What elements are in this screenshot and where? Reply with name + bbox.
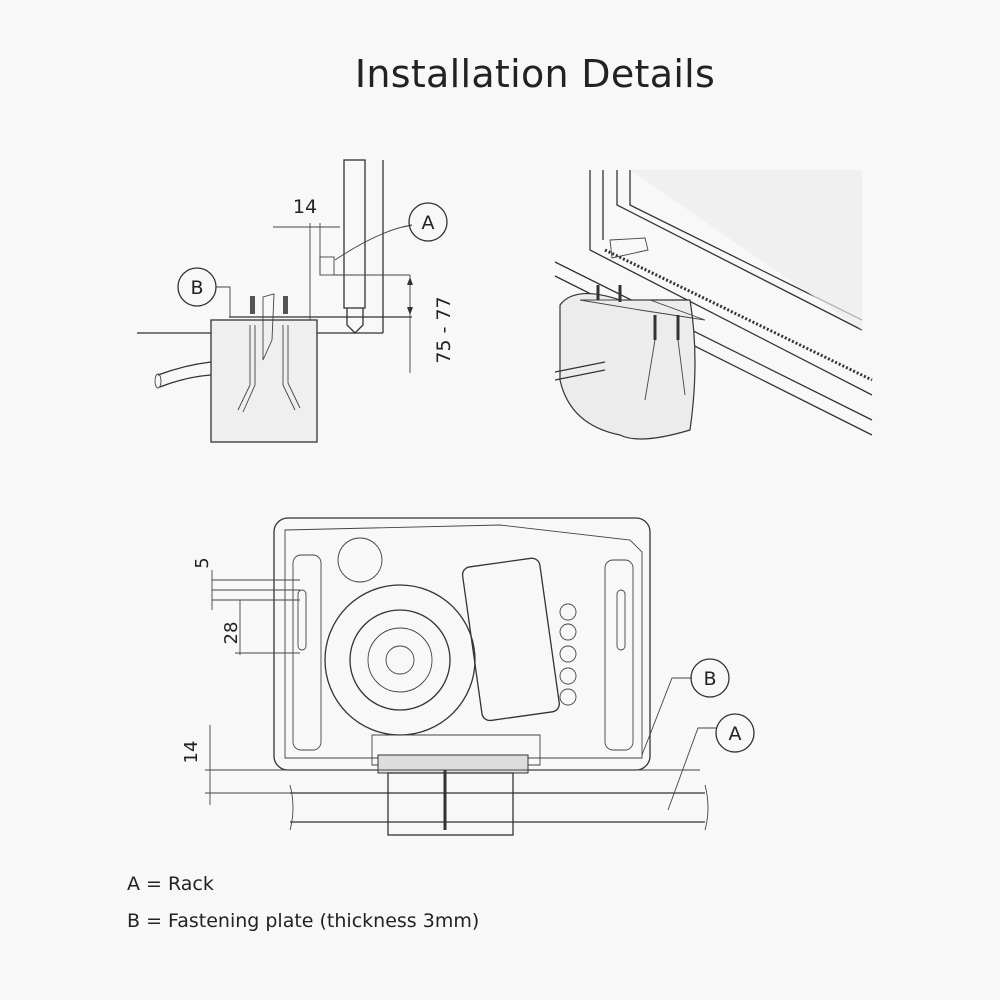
rack-top-view (290, 792, 705, 823)
callout-a-label: A (422, 212, 435, 234)
control-box (461, 557, 560, 722)
perspective-view-diagram (554, 170, 873, 440)
dimension-14-label: 14 (293, 196, 317, 218)
dimension-5-label: 5 (192, 557, 213, 568)
pinion (387, 772, 514, 836)
callout-a2-circle (715, 713, 755, 753)
gate-post (343, 159, 366, 309)
motor (324, 584, 476, 736)
callout-a2-label: A (729, 723, 742, 745)
rack (319, 256, 335, 276)
cable-conduit (157, 361, 212, 388)
concrete-foundation (210, 319, 318, 443)
legend-fastening-plate: B = Fastening plate (thickness 3mm) (127, 910, 480, 932)
callout-b-label: B (190, 277, 203, 299)
legend-rack: A = Rack (127, 873, 214, 895)
side-view-diagram: 14 A B 75 - 77 (137, 159, 455, 443)
callout-a-circle (408, 202, 448, 242)
page-title: Installation Details (354, 52, 716, 96)
callout-b2-label: B (703, 668, 716, 690)
dimension-28-label: 28 (221, 622, 242, 645)
dimension-14b-label: 14 (181, 741, 202, 764)
concrete-block (559, 292, 696, 440)
operator-top-view: 5 28 14 B A (181, 517, 755, 836)
anchor-bolts (237, 293, 301, 413)
operator-housing (273, 517, 651, 771)
rack-perspective (604, 248, 873, 382)
callout-b-circle (177, 267, 217, 307)
dimension-75-77-label: 75 - 77 (433, 296, 455, 363)
callout-b2-circle (690, 658, 730, 698)
